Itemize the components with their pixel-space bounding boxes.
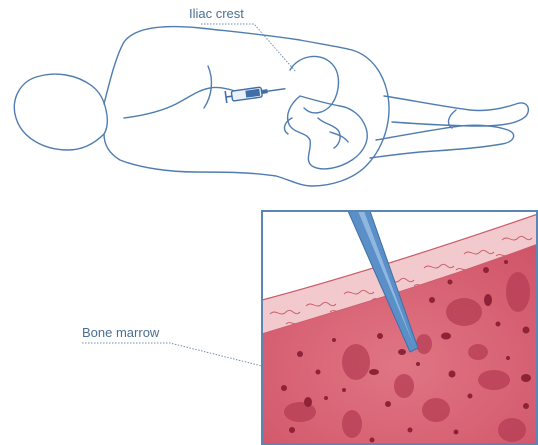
upper-leg-outline <box>384 96 528 126</box>
patient-body-outline <box>14 27 528 186</box>
bone-marrow-label: Bone marrow <box>82 325 159 340</box>
lower-leg-outline <box>370 125 514 158</box>
arm-outline <box>124 87 240 118</box>
torso-outline <box>104 27 389 186</box>
bone-cross-section-inset <box>262 211 538 445</box>
iliac-crest-leader <box>201 24 296 72</box>
pelvis-bone-outline <box>288 96 368 169</box>
syringe-icon <box>225 83 286 103</box>
head-outline <box>14 74 107 150</box>
iliac-crest-label: Iliac crest <box>189 6 244 21</box>
